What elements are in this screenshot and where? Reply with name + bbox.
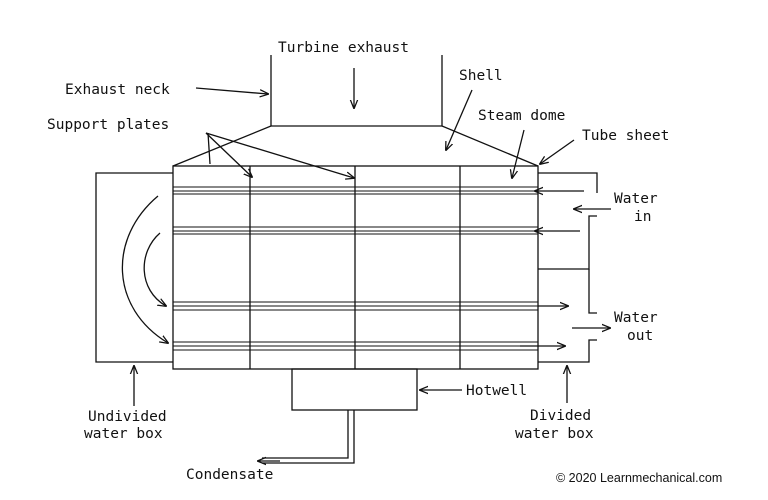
label-exhaust-neck: Exhaust neck bbox=[65, 82, 170, 98]
label-hotwell: Hotwell bbox=[466, 383, 527, 399]
label-undivided-line1: Undivided bbox=[88, 409, 167, 425]
leader-arrows bbox=[134, 68, 575, 406]
label-shell: Shell bbox=[459, 68, 503, 84]
undivided-water-box bbox=[95, 172, 173, 363]
label-water-out-line2: out bbox=[627, 328, 653, 344]
steam-dome bbox=[172, 125, 539, 167]
label-divided-line2: water box bbox=[515, 426, 594, 442]
label-undivided-line2: water box bbox=[84, 426, 163, 442]
label-support-plates: Support plates bbox=[47, 117, 169, 133]
label-condensate: Condensate bbox=[186, 467, 273, 483]
label-turbine-exhaust: Turbine exhaust bbox=[278, 40, 409, 56]
label-water-out-line1: Water bbox=[614, 310, 658, 326]
label-water-in-line2: in bbox=[634, 209, 651, 225]
label-tube-sheet: Tube sheet bbox=[582, 128, 669, 144]
label-water-in-line1: Water bbox=[614, 191, 658, 207]
support-plates bbox=[249, 166, 461, 369]
copyright-credit: © 2020 Learnmechanical.com bbox=[556, 471, 722, 485]
label-steam-dome: Steam dome bbox=[478, 108, 565, 124]
hotwell bbox=[258, 368, 418, 463]
label-divided-line1: Divided bbox=[530, 408, 591, 424]
tube-bank bbox=[173, 186, 538, 351]
divided-water-box bbox=[520, 172, 611, 363]
exhaust-neck bbox=[270, 55, 443, 126]
